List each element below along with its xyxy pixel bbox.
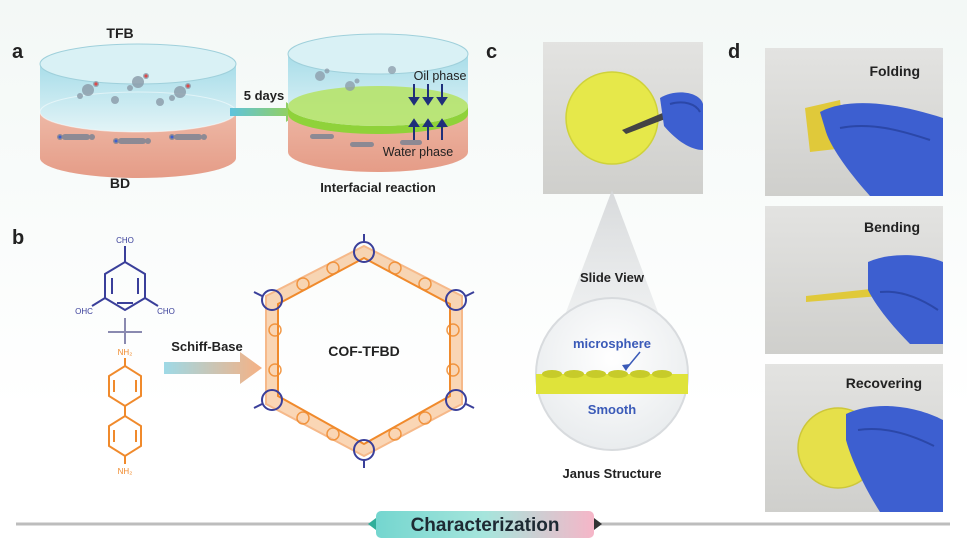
bd-monomer (108, 358, 142, 464)
schiff-base-arrow (164, 352, 262, 384)
aldehyde-group-right: CHO (157, 307, 175, 316)
tfb-label: TFB (106, 25, 133, 41)
bd-molecules (57, 134, 207, 144)
cof-tfbd-label: COF-TFBD (328, 343, 400, 359)
recovering-label: Recovering (846, 375, 922, 391)
panel-c: c Slide View microsphere Smooth Janus (486, 41, 703, 481)
photo-bending: Bending (765, 206, 943, 354)
slide-view-label: Slide View (580, 270, 645, 285)
reactor-after (287, 33, 469, 172)
oil-phase-label: Oil phase (414, 69, 467, 83)
tfb-monomer (91, 246, 159, 312)
janus-structure-caption: Janus Structure (563, 466, 662, 481)
interfacial-reaction-caption: Interfacial reaction (320, 180, 436, 195)
photo-folding: Folding (765, 48, 943, 196)
panel-c-letter: c (486, 41, 497, 63)
folding-label: Folding (869, 63, 920, 79)
reaction-arrow (230, 102, 300, 122)
cross-section-bubble (535, 297, 689, 451)
bent-membrane (806, 288, 880, 302)
amine-group-top: NH₂ (118, 348, 133, 357)
reactor-before (39, 43, 237, 178)
microsphere-label: microsphere (573, 336, 651, 351)
glove-hand (846, 406, 943, 512)
amine-group-bottom: NH₂ (118, 467, 133, 476)
aldehyde-group-top: CHO (116, 236, 134, 245)
panel-d-letter: d (728, 41, 740, 63)
cof-framework: COF-TFBD (253, 234, 475, 468)
duration-label: 5 days (244, 88, 284, 103)
smooth-label: Smooth (588, 402, 636, 417)
footer: Characterization (16, 511, 950, 538)
panel-a-letter: a (12, 41, 24, 63)
panel-b-letter: b (12, 227, 24, 249)
water-phase-label: Water phase (383, 145, 453, 159)
membrane-cross-section (536, 374, 688, 394)
schiff-base-label: Schiff-Base (171, 339, 243, 354)
panel-a: a TFB BD 5 days (12, 25, 469, 195)
panel-b: b CHO OHC CHO NH₂ NH₂ Sc (12, 227, 475, 476)
glove-hand (660, 92, 703, 150)
bd-label: BD (110, 175, 130, 191)
diffusion-arrows (408, 84, 448, 140)
cof-membrane (565, 71, 659, 165)
panel-d: d Folding Bending Recovering (728, 41, 943, 512)
bending-label: Bending (864, 219, 920, 235)
aldehyde-group-left: OHC (75, 307, 93, 316)
tweezers (622, 112, 668, 134)
glove-hand (868, 255, 943, 344)
photo-recovering: Recovering (765, 364, 943, 512)
characterization-banner (376, 511, 594, 538)
characterization-label: Characterization (411, 515, 560, 536)
plus-sign (108, 318, 142, 344)
membrane-photo (543, 42, 703, 194)
tfb-molecules (77, 73, 191, 106)
